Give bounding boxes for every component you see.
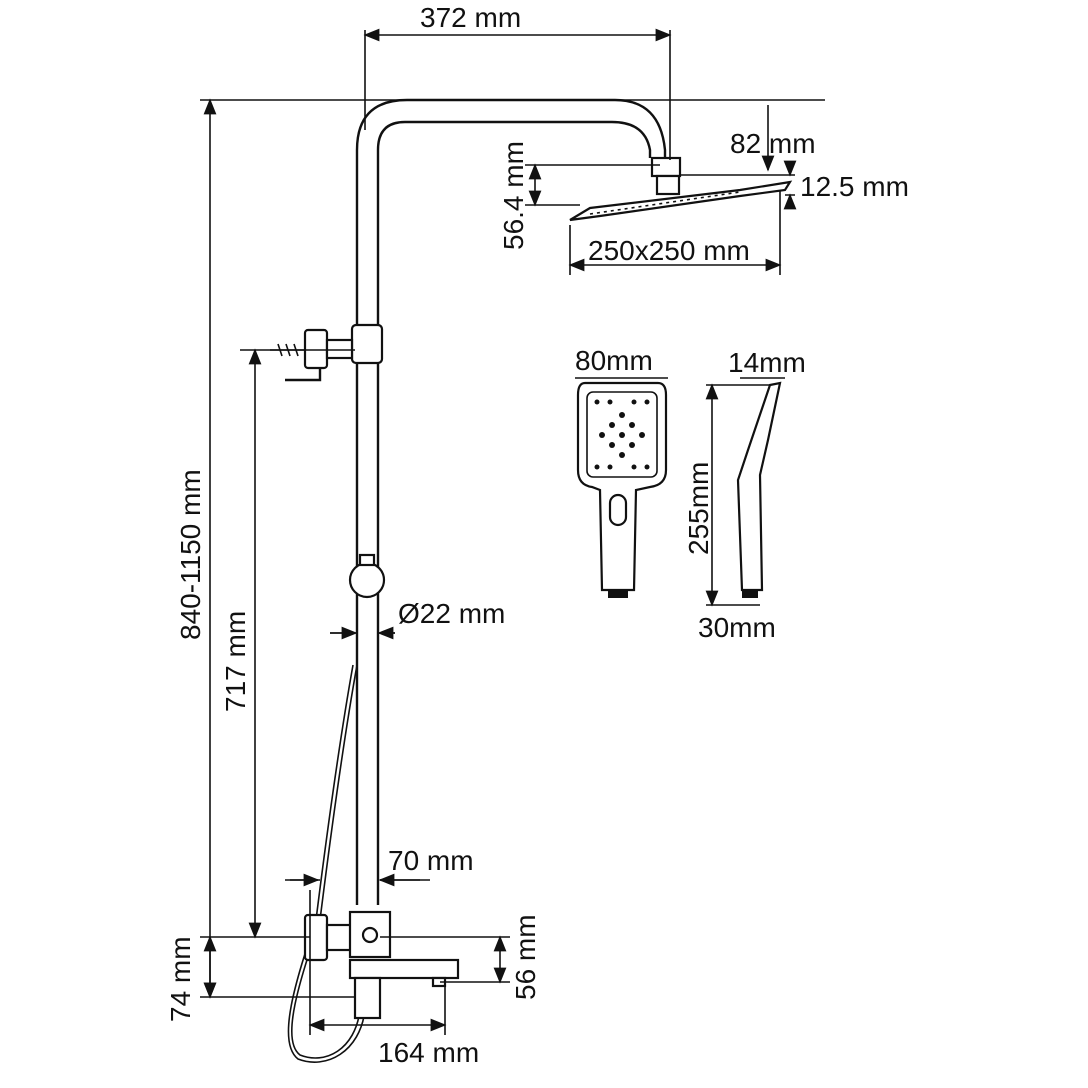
dim-mixer-offset: 70 mm xyxy=(388,845,474,876)
dimension-lines xyxy=(200,28,825,1035)
dim-head-size: 250x250 mm xyxy=(588,235,750,266)
slider-knob xyxy=(358,553,376,567)
dim-arm-reach: 372 mm xyxy=(420,2,521,33)
hand-shower-front xyxy=(576,381,668,598)
dim-spout-length: 164 mm xyxy=(378,1037,479,1068)
dim-hand-base: 30mm xyxy=(698,612,776,643)
wall-bracket xyxy=(270,328,354,382)
hand-shower-side xyxy=(736,381,782,598)
dim-pipe-diameter: Ø22 mm xyxy=(398,598,505,629)
dim-head-drop: 82 mm xyxy=(730,128,816,159)
rain-shower-head xyxy=(569,156,793,222)
dim-hand-width: 80mm xyxy=(575,345,653,376)
shower-hose xyxy=(290,664,361,1059)
bath-mixer xyxy=(303,910,460,1020)
slider-clamp xyxy=(350,323,384,365)
dim-head-height: 56.4 mm xyxy=(498,141,529,250)
dim-total-height: 840-1150 mm xyxy=(175,469,206,640)
hand-shower-slider xyxy=(348,561,386,599)
dim-hand-thickness: 14mm xyxy=(728,347,806,378)
dim-hand-length: 255mm xyxy=(683,462,714,555)
dim-spout-height: 56 mm xyxy=(510,914,541,1000)
dim-head-thickness: 12.5 mm xyxy=(800,171,909,202)
dim-holder-height: 717 mm xyxy=(220,611,251,712)
dim-mixer-height: 74 mm xyxy=(165,936,196,1022)
